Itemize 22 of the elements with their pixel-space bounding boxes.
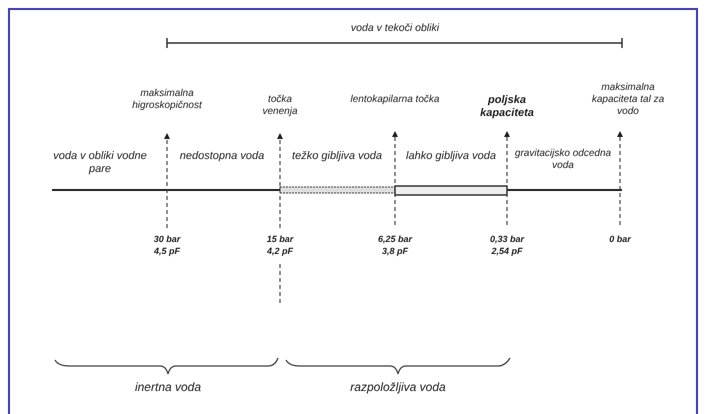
value-label: 30 bar	[152, 234, 182, 245]
value-label: 4,2 pF	[266, 246, 294, 257]
value-label: 3,8 pF	[380, 246, 410, 257]
brace-label: razpoložljiva voda	[349, 380, 447, 394]
value-label: 15 bar	[266, 234, 294, 245]
point-label: maksimalna higroskopičnost	[131, 88, 203, 112]
zone-label: gravitacijsko odcedna voda	[514, 148, 612, 172]
value-label: 2,54 pF	[490, 246, 524, 257]
range-label: voda v tekoči obliki	[350, 22, 440, 34]
point-label: točka venenja	[261, 94, 299, 118]
point-label: maksimalna kapaciteta tal za vodo	[590, 82, 666, 118]
value-label: 6,25 bar	[376, 234, 414, 245]
value-label: 4,5 pF	[152, 246, 182, 257]
brace-label: inertna voda	[134, 380, 202, 394]
value-label: 0,33 bar	[488, 234, 526, 245]
zone-label: težko gibljiva voda	[291, 150, 383, 163]
zone-label: lahko gibljiva voda	[405, 150, 497, 163]
zone-label: voda v obliki vodne pare	[52, 150, 148, 176]
zone-label: nedostopna voda	[178, 150, 266, 163]
point-label: poljska kapaciteta	[479, 94, 535, 120]
value-label: 0 bar	[608, 234, 632, 245]
point-label: lentokapilarna točka	[350, 94, 440, 106]
